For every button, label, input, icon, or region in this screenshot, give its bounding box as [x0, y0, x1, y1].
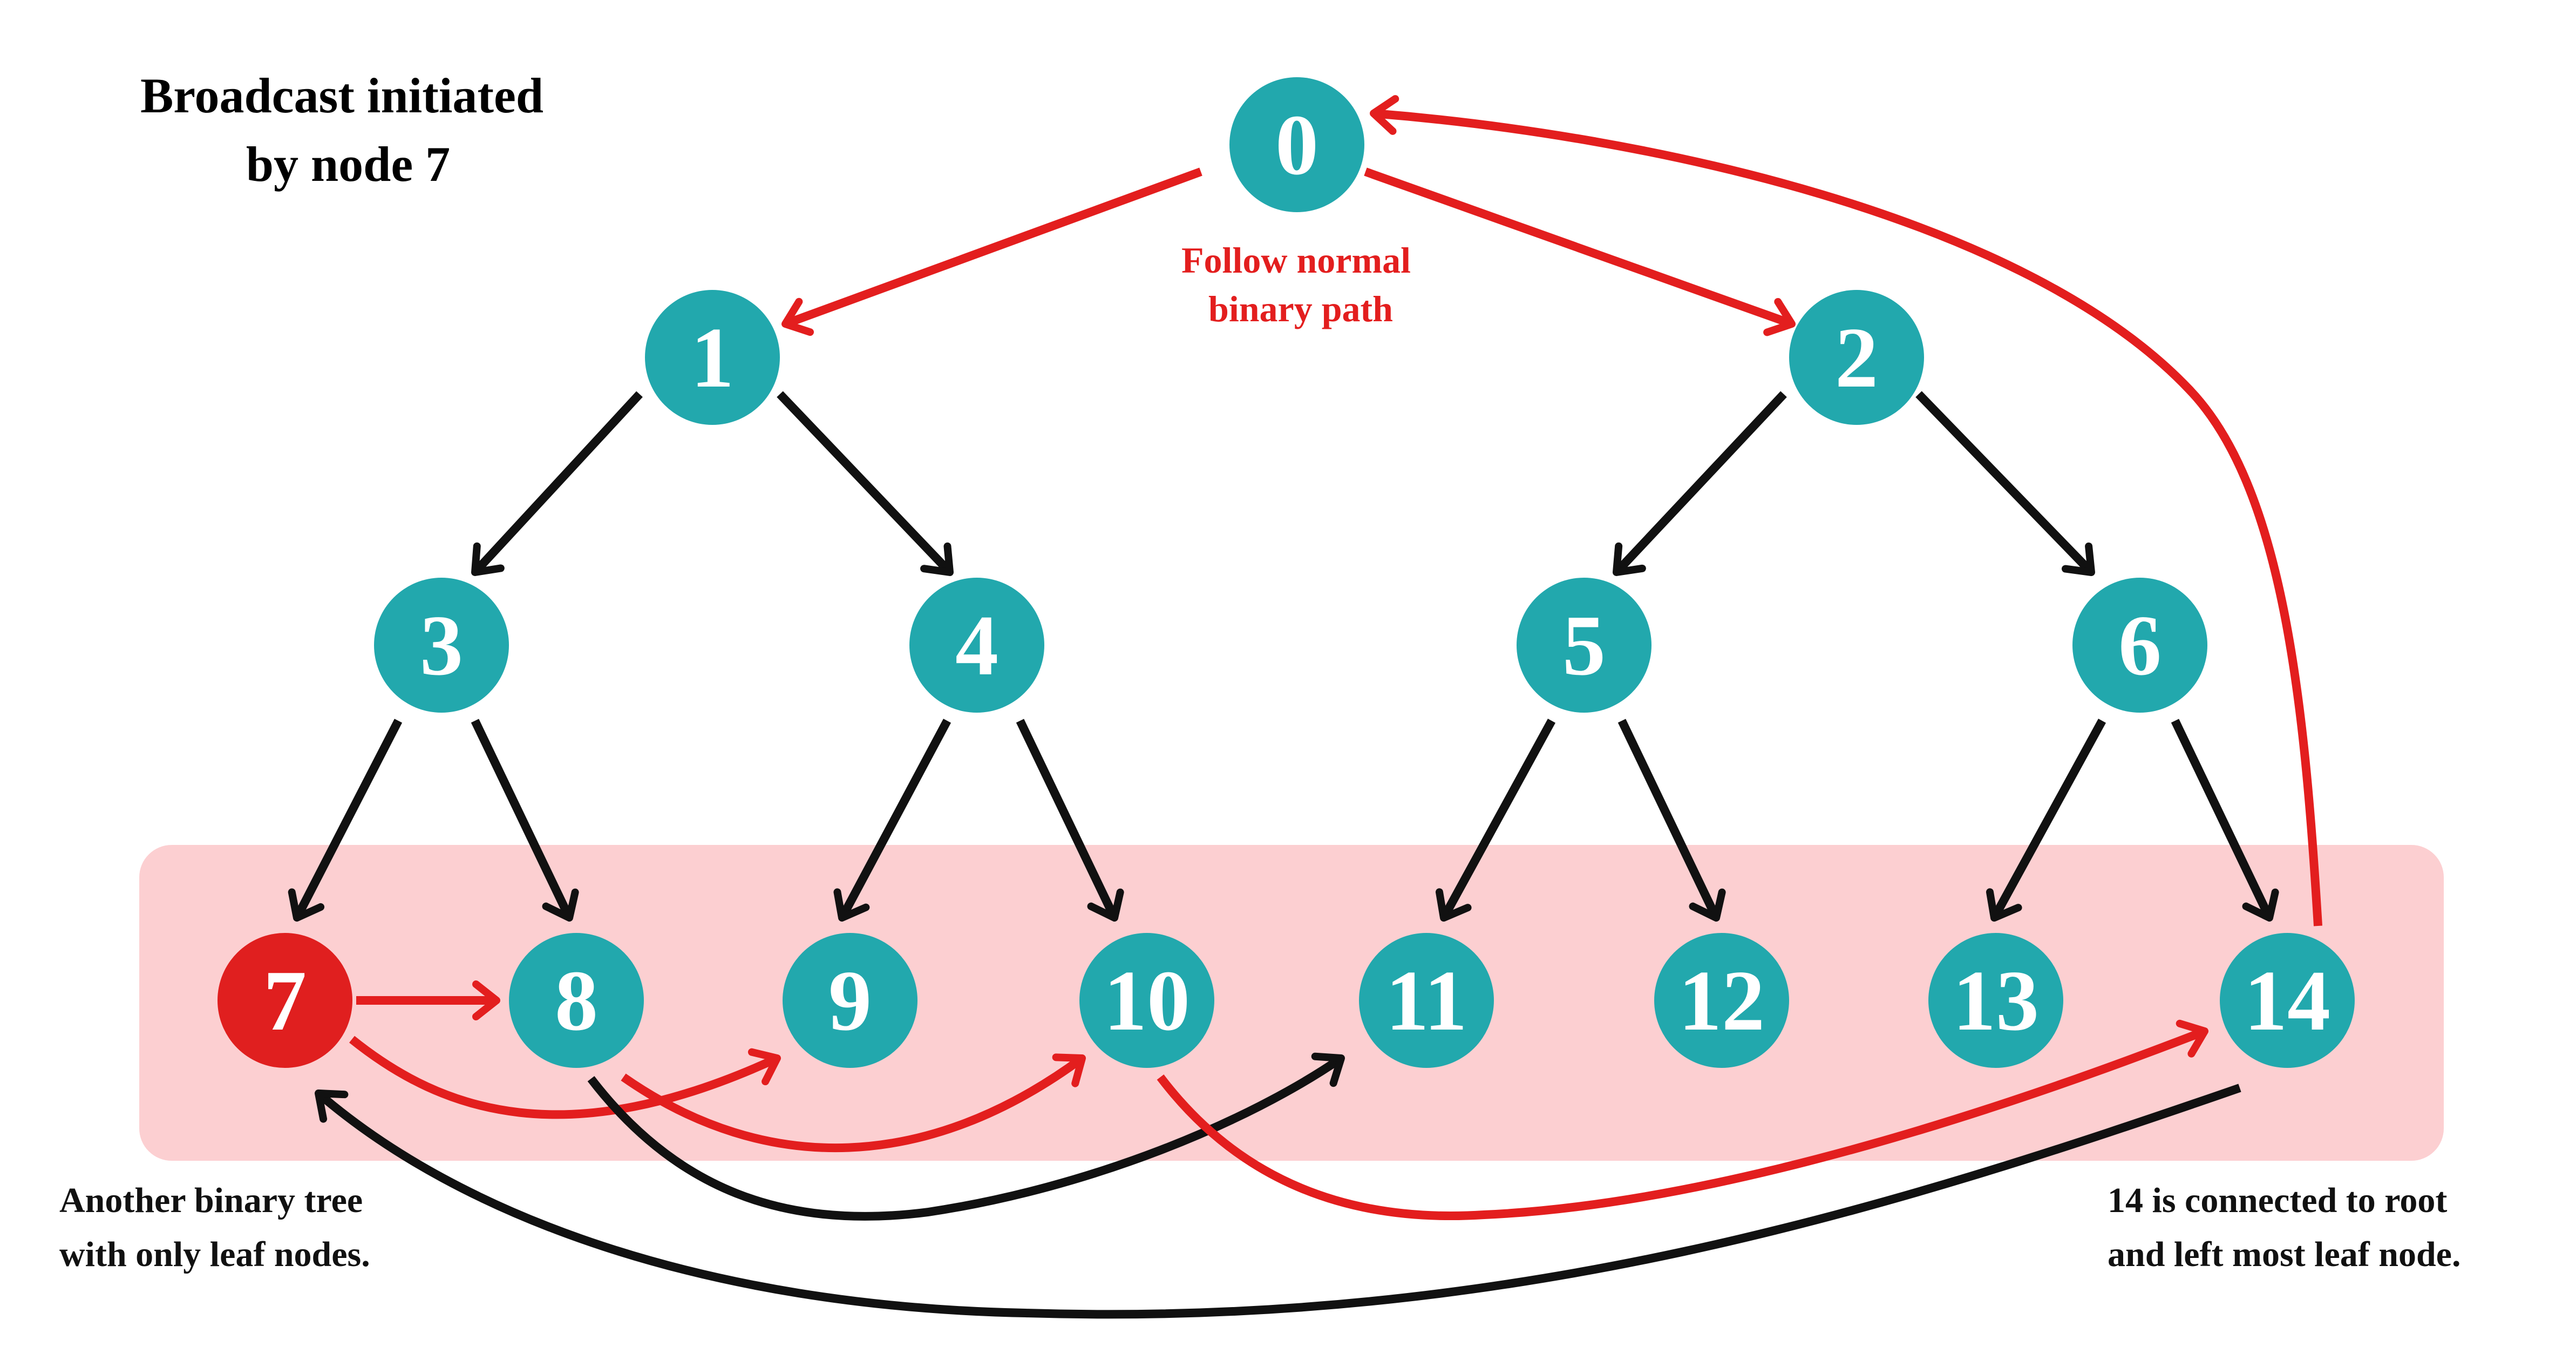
nodes: 0 1 2 3 4 5 6 7 8 9 10 11 12 13 14: [218, 77, 2355, 1068]
tree-edges: [288, 167, 2279, 922]
edge-5-11: [1435, 719, 1556, 922]
edge-7-9: [349, 1036, 781, 1119]
node-2: 2: [1789, 290, 1924, 425]
node-8: 8: [509, 933, 644, 1068]
edge-4-9: [833, 719, 951, 922]
edge-2-5: [1613, 391, 1787, 576]
edge-8-11: [587, 1052, 1345, 1221]
node-label: 13: [1953, 952, 2039, 1048]
node-7: 7: [218, 933, 352, 1068]
node-label: 12: [1678, 952, 1765, 1048]
node-6: 6: [2072, 578, 2207, 713]
node-label: 5: [1562, 597, 1606, 693]
edge-14-0: [1370, 95, 2322, 926]
binary-path-note: Follow normal binary path: [1181, 240, 1420, 329]
leaf-edges: [315, 95, 2322, 1319]
node-label: 14: [2244, 952, 2330, 1048]
node-9: 9: [783, 933, 917, 1068]
edge-0-2: [1364, 167, 1796, 336]
node-11: 11: [1359, 933, 1494, 1068]
node-label: 7: [263, 952, 307, 1048]
binary-path-note-line-1: Follow normal: [1181, 240, 1411, 281]
node-label: 0: [1275, 97, 1318, 193]
leaf-tree-note: Another binary tree with only leaf nodes…: [59, 1181, 372, 1274]
edge-14-7: [315, 1084, 2241, 1319]
node-label: 2: [1835, 309, 1878, 405]
node14-note-line-1: 14 is connected to root: [2108, 1181, 2447, 1220]
node-3: 3: [374, 578, 509, 713]
node14-note: 14 is connected to root and left most le…: [2108, 1181, 2461, 1274]
edge-4-10: [1016, 719, 1124, 922]
diagram-title: Broadcast initiated by node 7: [140, 68, 556, 192]
title-line-2: by node 7: [246, 137, 450, 192]
leaf-tree-note-line-2: with only leaf nodes.: [59, 1235, 370, 1274]
edge-1-4: [777, 391, 954, 576]
edge-10-14: [1157, 1019, 2208, 1221]
binary-path-note-line-2: binary path: [1208, 288, 1393, 329]
node-label: 3: [420, 597, 463, 693]
edge-6-13: [1986, 719, 2106, 922]
node-13: 13: [1928, 933, 2063, 1068]
edge-1-3: [471, 391, 643, 576]
node-10: 10: [1079, 933, 1214, 1068]
edge-8-10: [621, 1053, 1086, 1153]
node14-note-line-2: and left most leaf node.: [2108, 1235, 2461, 1274]
node-label: 1: [691, 309, 734, 405]
node-label: 10: [1104, 952, 1190, 1048]
leaf-tree-note-line-1: Another binary tree: [59, 1181, 363, 1220]
edge-3-7: [288, 719, 403, 922]
edge-6-14: [2171, 719, 2279, 922]
node-4: 4: [909, 578, 1044, 713]
edge-3-8: [471, 719, 579, 922]
node-14: 14: [2220, 933, 2355, 1068]
node-label: 11: [1385, 952, 1467, 1048]
node-12: 12: [1654, 933, 1789, 1068]
node-label: 4: [955, 597, 998, 693]
edge-5-12: [1617, 719, 1726, 922]
node-1: 1: [645, 290, 780, 425]
node-5: 5: [1517, 578, 1651, 713]
title-line-1: Broadcast initiated: [140, 68, 543, 123]
node-label: 9: [828, 952, 872, 1048]
node-label: 6: [2118, 597, 2162, 693]
node-label: 8: [555, 952, 598, 1048]
edge-2-6: [1915, 391, 2095, 576]
edge-0-1: [781, 167, 1202, 336]
node-0: 0: [1229, 77, 1364, 212]
